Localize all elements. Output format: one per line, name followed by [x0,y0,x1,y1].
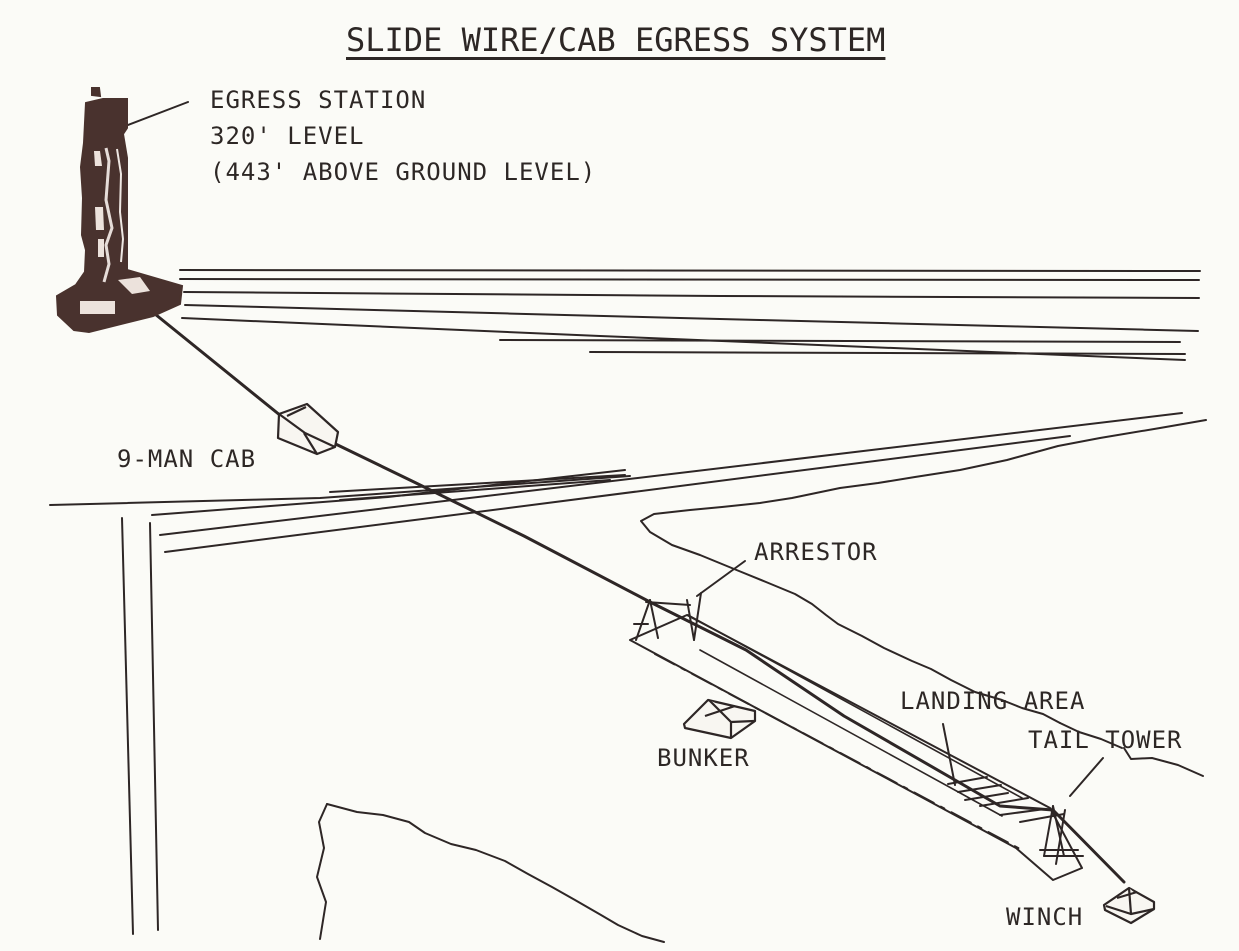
tail-tower-label: TAIL TOWER [1028,726,1183,754]
tail-tower-structure [1039,805,1084,865]
bunker-icon [682,698,757,740]
egress-station-tower [55,87,184,334]
egress-station-label: EGRESS STATION [210,86,427,114]
arrestor-label: ARRESTOR [754,538,878,566]
tail-tower-leader-line [1069,757,1104,797]
egress-height-label: (443' ABOVE GROUND LEVEL) [210,158,597,186]
ocean-lines [179,269,1201,361]
road-lines [49,412,1183,935]
shoreline-contour [316,419,1207,943]
cab-label: 9-MAN CAB [117,445,257,473]
landing-strip [629,614,1083,881]
slide-wire [148,308,1126,884]
egress-level-label: 320' LEVEL [210,122,365,150]
arrestor-leader-line [696,560,746,597]
diagram-title: SLIDE WIRE/CAB EGRESS SYSTEM [346,21,886,59]
arrestor-structure [633,592,702,641]
cab-icon [276,402,340,456]
winch-label: WINCH [1006,903,1084,931]
landing-area-label: LANDING AREA [900,687,1086,715]
winch-icon [1102,886,1156,925]
bunker-label: BUNKER [657,744,750,772]
